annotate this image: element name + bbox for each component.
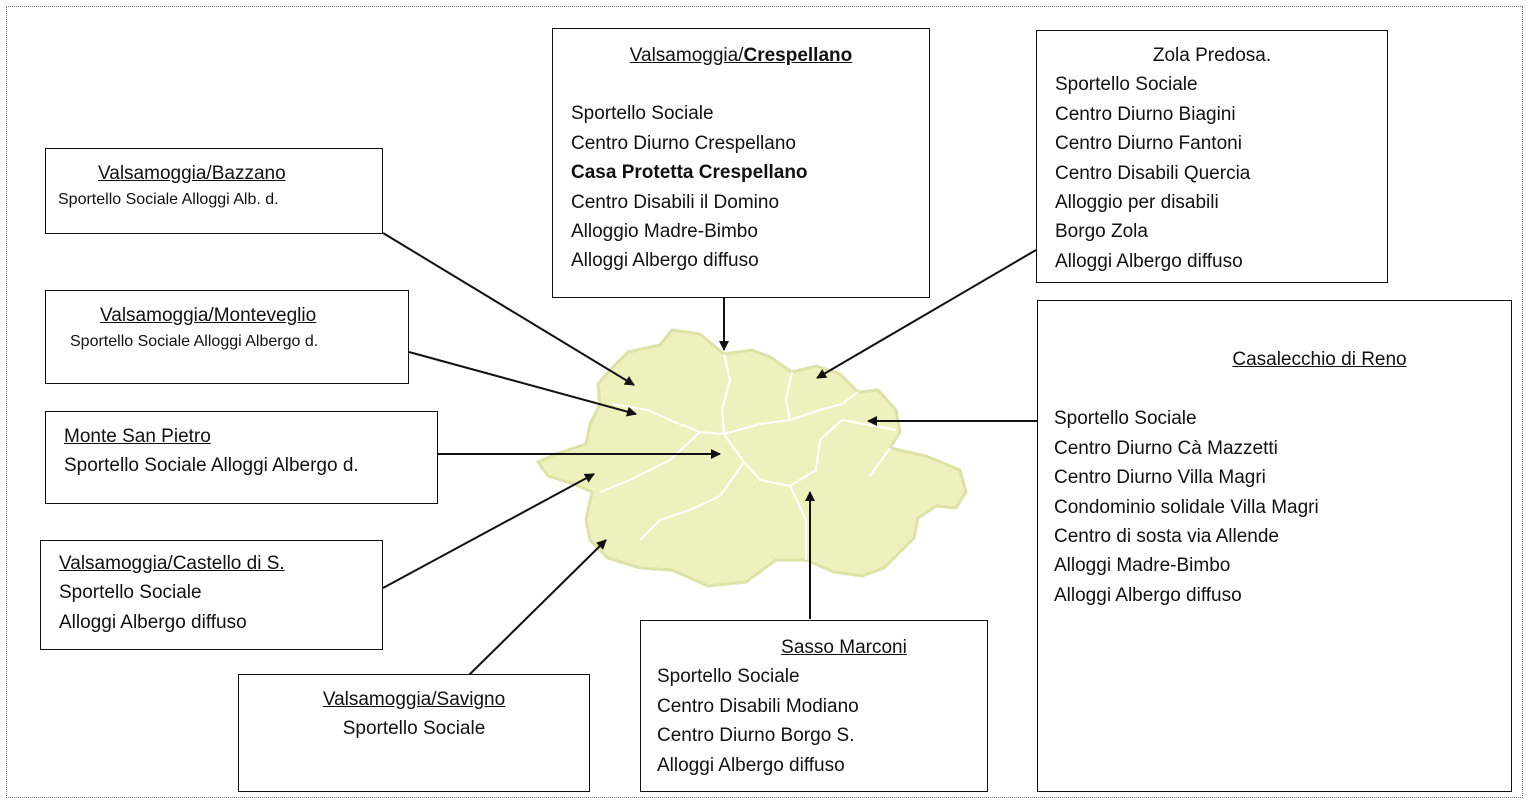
list-item: Centro Diurno Cà Mazzetti (1054, 437, 1278, 459)
box-crespellano-title-prefix: Valsamoggia/ (629, 45, 744, 66)
arrow-savigno (468, 539, 607, 676)
arrow-zola (816, 249, 1037, 379)
list-item: Condominio solidale Villa Magri (1054, 496, 1319, 518)
box-crespellano: Valsamoggia/Crespellano Sportello Social… (552, 28, 930, 298)
list-item: Sportello Sociale (342, 718, 486, 740)
box-casalecchio: Casalecchio di Reno Sportello Sociale Ce… (1037, 300, 1512, 792)
list-item: Centro Diurno Crespellano (571, 132, 796, 154)
arrow-castello (382, 473, 595, 589)
box-monteveglio: Valsamoggia/Monteveglio Sportello Social… (45, 290, 409, 384)
box-casalecchio-title: Casalecchio di Reno (1232, 349, 1407, 370)
list-item: Sportello Sociale (571, 103, 714, 125)
list-item: Alloggio per disabili (1055, 192, 1219, 214)
box-bazzano: Valsamoggia/Bazzano Sportello Sociale Al… (45, 148, 383, 234)
list-item: Centro Diurno Borgo S. (657, 725, 855, 747)
box-castello: Valsamoggia/Castello di S. Sportello Soc… (40, 540, 383, 650)
list-item: Centro Diurno Fantoni (1055, 133, 1242, 155)
municipality-borders (599, 353, 897, 560)
list-item: Sportello Sociale Alloggi Albergo d. (70, 333, 319, 351)
list-item: Sportello Sociale (1055, 74, 1198, 96)
list-item: Sportello Sociale Alloggi Albergo d. (64, 455, 359, 477)
list-item: Centro Diurno Villa Magri (1054, 467, 1266, 489)
arrows (382, 232, 1037, 676)
box-savigno: Valsamoggia/Savigno Sportello Sociale (238, 674, 590, 792)
list-item: Centro Disabili Modiano (657, 695, 859, 717)
list-item: Alloggio Madre-Bimbo (571, 221, 758, 243)
box-zola-predosa: Zola Predosa. Sportello Sociale Centro D… (1036, 30, 1388, 283)
box-monteveglio-title: Valsamoggia/Monteveglio (100, 305, 317, 326)
arrow-bazzano (382, 232, 635, 386)
box-crespellano-title: Valsamoggia/Crespellano (553, 41, 929, 70)
list-item: Sportello Sociale (1054, 408, 1197, 430)
box-crespellano-title-bold: Crespellano (743, 45, 853, 66)
list-item: Alloggi Albergo diffuso (1055, 250, 1243, 272)
arrow-monteveglio (408, 351, 637, 417)
box-monte-san-pietro: Monte San Pietro Sportello Sociale Allog… (45, 411, 438, 504)
list-item: Centro Disabili Quercia (1055, 162, 1251, 184)
list-item: Sportello Sociale Alloggi Alb. d. (58, 191, 279, 209)
diagram-frame (6, 6, 1523, 798)
box-zola-title: Zola Predosa. (1152, 45, 1272, 66)
list-item: Casa Protetta Crespellano (571, 162, 808, 184)
territory-shape (535, 328, 968, 588)
list-item: Alloggi Albergo diffuso (571, 250, 759, 272)
list-item: Centro Diurno Biagini (1055, 103, 1236, 125)
box-bazzano-title: Valsamoggia/Bazzano (98, 163, 286, 184)
list-item: Alloggi Albergo diffuso (1054, 584, 1242, 606)
list-item: Alloggi Albergo diffuso (59, 611, 247, 633)
box-montesanpietro-title: Monte San Pietro (64, 426, 211, 447)
list-item: Borgo Zola (1055, 221, 1148, 243)
box-sasso-marconi: Sasso Marconi Sportello Sociale Centro D… (640, 620, 988, 792)
list-item: Sportello Sociale (657, 666, 800, 688)
list-item: Alloggi Albergo diffuso (657, 754, 845, 776)
box-sasso-title: Sasso Marconi (781, 637, 907, 658)
list-item: Sportello Sociale (59, 582, 202, 604)
list-item: Centro di sosta via Allende (1054, 526, 1279, 548)
box-savigno-title: Valsamoggia/Savigno (322, 689, 506, 710)
list-item: Alloggi Madre-Bimbo (1054, 555, 1231, 577)
box-castello-title: Valsamoggia/Castello di S. (59, 553, 285, 574)
list-item: Centro Disabili il Domino (571, 191, 780, 213)
